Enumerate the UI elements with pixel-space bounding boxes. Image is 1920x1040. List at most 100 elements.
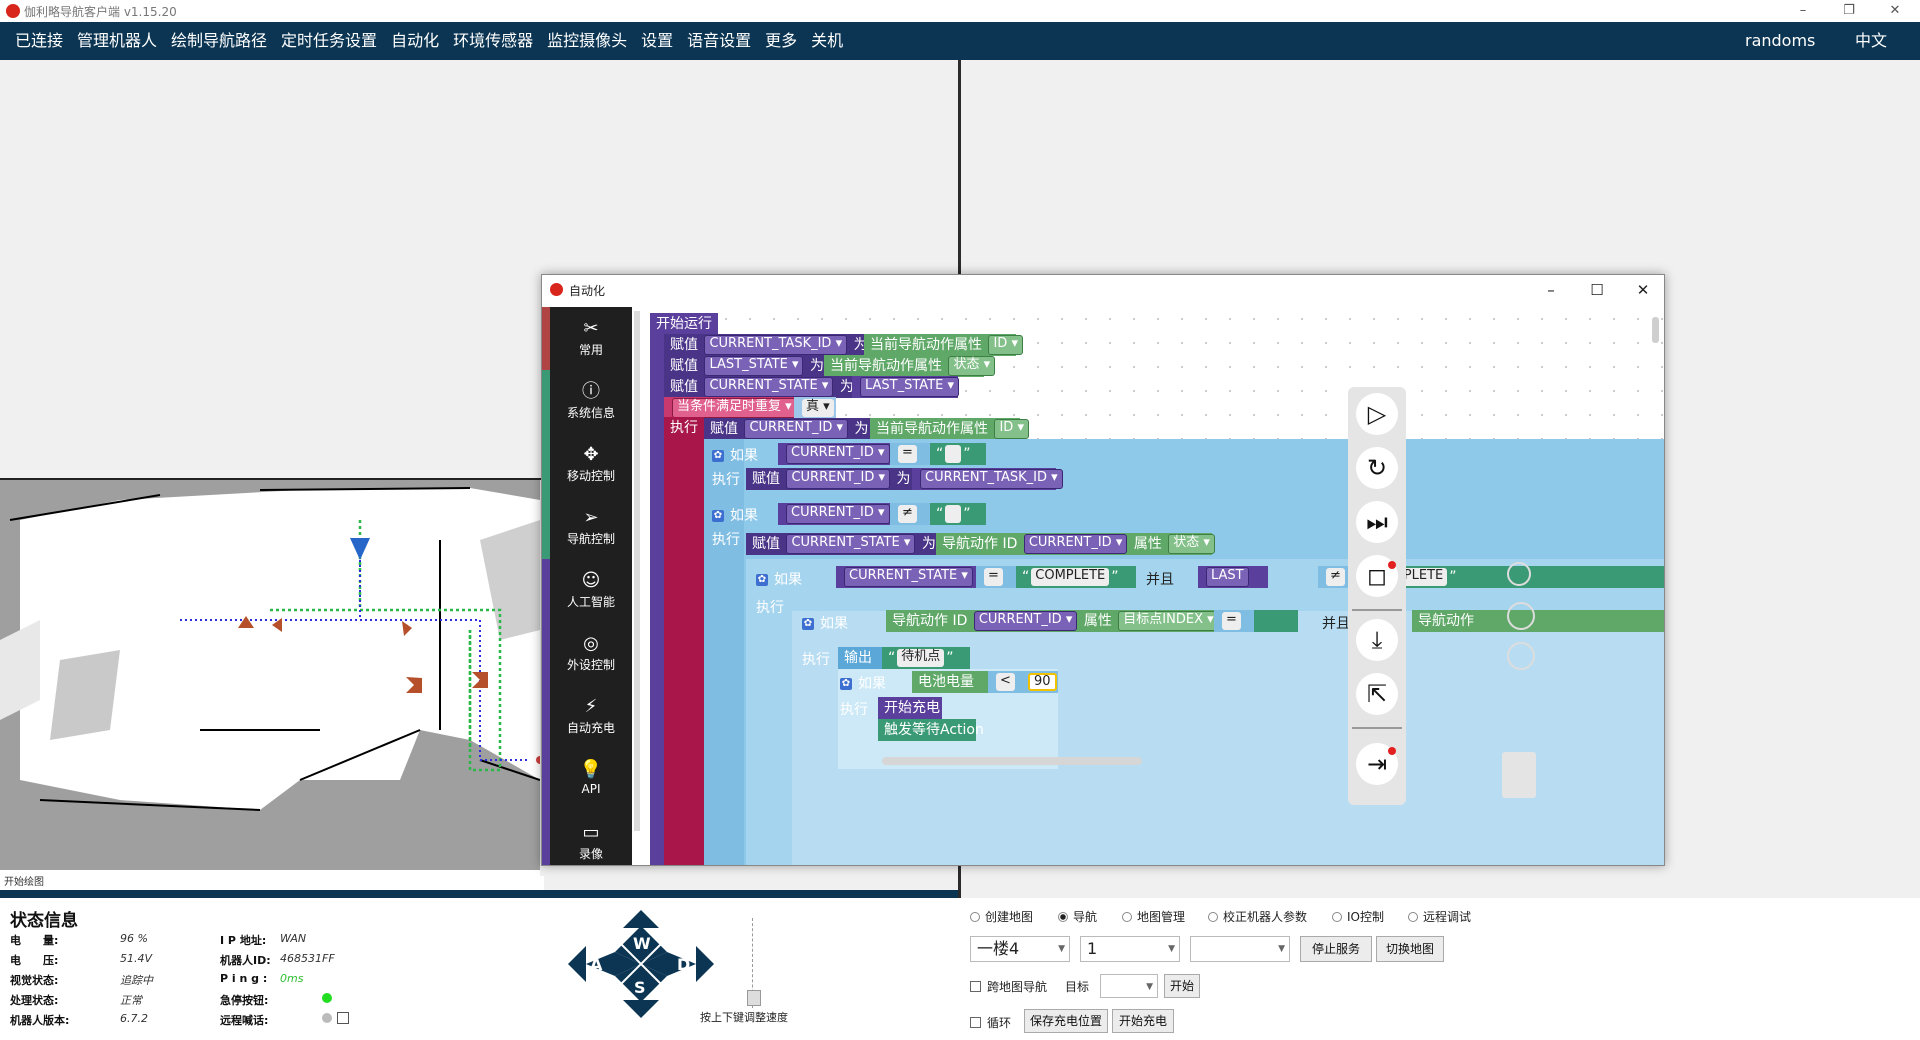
battery-block[interactable]: 电池电量 — [912, 671, 988, 693]
variable-field[interactable]: CURRENT_TASK_ID ▾ — [704, 335, 848, 355]
checkbox-box[interactable] — [970, 1017, 981, 1028]
category-2[interactable]: ✥移动控制 — [550, 443, 632, 484]
start-run-block[interactable]: 开始运行 — [650, 313, 718, 335]
string-block[interactable]: “待机点” — [882, 647, 970, 669]
menu-item-10[interactable]: 关机 — [811, 31, 844, 50]
variable-field[interactable]: LAST_STATE ▾ — [704, 356, 804, 376]
menu-item-6[interactable]: 监控摄像头 — [547, 31, 628, 50]
play-icon[interactable]: ▷ — [1356, 393, 1398, 435]
gear-icon[interactable]: ✿ — [756, 574, 768, 586]
navigation-map[interactable] — [0, 480, 540, 870]
neq-field[interactable]: ≠ — [1326, 568, 1345, 586]
variable-block[interactable]: LAST_STATE ▾ — [852, 376, 960, 398]
eq-field[interactable]: = — [1222, 612, 1241, 630]
string-block[interactable]: “COMPLETE” — [1016, 566, 1136, 588]
neq-field[interactable]: ≠ — [898, 505, 917, 523]
third-select[interactable]: ▼ — [1190, 936, 1290, 962]
radio-circle[interactable] — [1208, 911, 1218, 922]
workspace-horizontal-scrollbar[interactable] — [882, 757, 1142, 765]
loop-checkbox[interactable]: 循环 — [970, 1014, 1011, 1031]
automation-title-bar[interactable]: 自动化 – ☐ ✕ — [542, 275, 1664, 305]
variable-field[interactable]: CURRENT_ID ▾ — [786, 444, 890, 464]
speed-slider-handle[interactable] — [747, 990, 761, 1006]
stop-service-button[interactable]: 停止服务 — [1300, 936, 1372, 962]
pad-right-button[interactable]: D — [677, 955, 691, 974]
while-mode-field[interactable]: 当条件满足时重复 ▾ — [672, 398, 797, 418]
stop-icon[interactable]: ◻ — [1356, 555, 1398, 597]
true-field[interactable]: 真 ▾ — [802, 399, 834, 417]
variable-field[interactable]: CURRENT_ID ▾ — [744, 419, 849, 439]
user-menu[interactable]: randoms — [1745, 31, 1816, 50]
trigger-wait-block[interactable]: 触发等待Action — [878, 719, 984, 741]
string-field[interactable]: 待机点 — [897, 649, 945, 667]
radio-circle[interactable] — [970, 911, 980, 922]
variable-field[interactable]: CURRENT_STATE ▾ — [844, 567, 973, 587]
number-select[interactable]: 1▼ — [1080, 936, 1180, 962]
radio-circle[interactable] — [1408, 911, 1418, 922]
variable-field[interactable]: CURRENT_TASK_ID ▾ — [920, 469, 1063, 489]
gear-icon[interactable]: ✿ — [840, 678, 852, 690]
string-field[interactable] — [945, 445, 962, 463]
assign-block[interactable]: 赋值 CURRENT_ID ▾ 为 — [704, 418, 870, 440]
compare-op[interactable]: ≠ — [1318, 566, 1354, 588]
mode-radio-1[interactable]: 导航 — [1058, 908, 1097, 925]
assign-block[interactable]: 赋值 CURRENT_TASK_ID ▾ 为 — [664, 334, 868, 356]
gear-icon[interactable]: ✿ — [712, 510, 724, 522]
cross-map-checkbox[interactable]: 跨地图导航 — [970, 978, 1047, 995]
mode-radio-0[interactable]: 创建地图 — [970, 908, 1033, 925]
zoom-out-icon[interactable] — [1507, 642, 1535, 670]
mode-radio-3[interactable]: 校正机器人参数 — [1208, 908, 1307, 925]
minimize-button[interactable]: – — [1799, 3, 1807, 18]
pad-left-button[interactable]: A — [590, 955, 603, 974]
category-0[interactable]: ✂常用 — [550, 317, 632, 358]
radio-circle[interactable] — [1332, 911, 1342, 922]
menu-item-4[interactable]: 自动化 — [391, 31, 440, 50]
assign-block[interactable]: 赋值 CURRENT_STATE ▾ 为 — [664, 376, 854, 398]
radio-circle[interactable] — [1122, 911, 1132, 922]
nav-action-id-block[interactable]: 导航动作 ID CURRENT_ID ▾ 属性 状态 ▾ — [936, 533, 1215, 555]
map-canvas[interactable] — [0, 480, 540, 870]
target-select[interactable]: ▼ — [1100, 974, 1158, 998]
start-charge-block[interactable]: 开始充电 — [878, 697, 942, 719]
menu-item-8[interactable]: 语音设置 — [687, 31, 752, 50]
variable-field[interactable]: LAST — [1206, 567, 1249, 587]
mode-radio-2[interactable]: 地图管理 — [1122, 908, 1185, 925]
zoom-reset-icon[interactable] — [1507, 562, 1531, 586]
remote-speech-checkbox[interactable] — [337, 1012, 349, 1024]
variable-field[interactable]: CURRENT_ID ▾ — [786, 469, 891, 489]
category-8[interactable]: ▭录像 — [550, 821, 632, 862]
attr-field[interactable]: 目标点INDEX ▾ — [1118, 611, 1219, 631]
menu-item-9[interactable]: 更多 — [765, 31, 798, 50]
nav-action-block[interactable]: 导航动作 — [1412, 610, 1664, 632]
index-value-block[interactable] — [1254, 610, 1298, 632]
start-button[interactable]: 开始 — [1164, 974, 1200, 998]
category-6[interactable]: ⚡自动充电 — [550, 695, 632, 736]
number-block[interactable]: 90 — [1024, 671, 1058, 693]
menu-item-5[interactable]: 环境传感器 — [453, 31, 534, 50]
radio-circle[interactable] — [1058, 911, 1068, 922]
redo-icon[interactable]: ↻ — [1356, 447, 1398, 489]
variable-field[interactable]: CURRENT_ID ▾ — [1023, 534, 1128, 554]
category-4[interactable]: ☺人工智能 — [550, 569, 632, 610]
string-field[interactable]: COMPLETE — [1031, 568, 1110, 586]
gear-icon[interactable]: ✿ — [802, 618, 814, 630]
automation-minimize-button[interactable]: – — [1547, 281, 1555, 299]
download-icon[interactable]: ⤓ — [1356, 619, 1398, 661]
attr-field[interactable]: 状态 ▾ — [1168, 534, 1215, 554]
variable-block[interactable]: LAST — [1198, 566, 1268, 588]
close-button[interactable]: ✕ — [1889, 3, 1901, 18]
pad-up-button[interactable]: W — [633, 934, 651, 953]
trash-icon[interactable] — [1502, 752, 1536, 798]
compare-op[interactable]: = — [1214, 610, 1254, 632]
variable-field[interactable]: LAST_STATE ▾ — [860, 377, 960, 397]
workspace-vertical-scrollbar[interactable] — [1652, 317, 1659, 343]
pane-divider-horizontal[interactable] — [0, 478, 958, 480]
variable-block[interactable]: CURRENT_ID ▾ — [778, 503, 890, 525]
assign-block[interactable]: 赋值 CURRENT_ID ▾ 为 — [746, 468, 912, 490]
attr-field[interactable]: ID ▾ — [994, 419, 1029, 439]
variable-block[interactable]: CURRENT_TASK_ID ▾ — [912, 468, 1063, 490]
nav-action-id-block[interactable]: 导航动作 ID CURRENT_ID ▾ 属性 目标点INDEX ▾ — [886, 610, 1219, 632]
variable-field[interactable]: CURRENT_ID ▾ — [786, 504, 890, 524]
start-charge-button[interactable]: 开始充电 — [1112, 1009, 1174, 1033]
category-5[interactable]: ◎外设控制 — [550, 632, 632, 673]
